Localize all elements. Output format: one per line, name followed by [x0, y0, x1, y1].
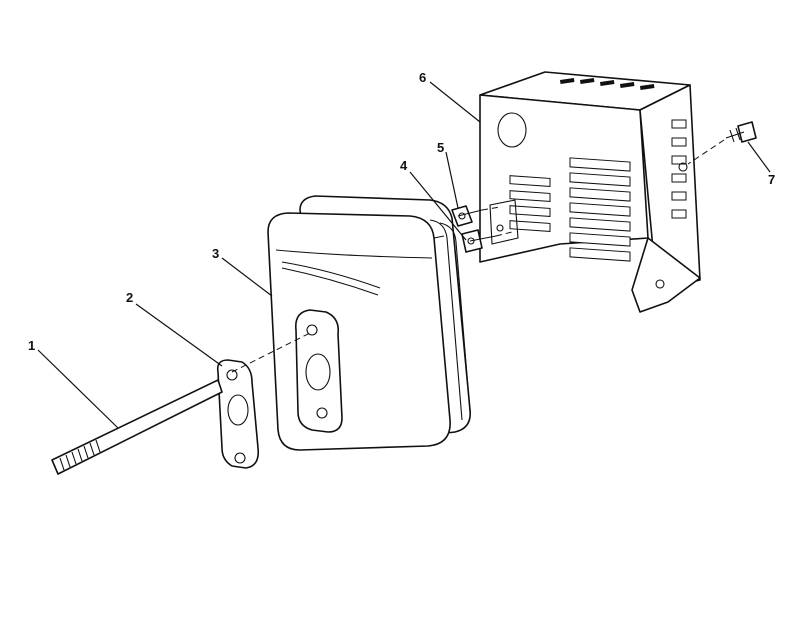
callout-4: 4 — [400, 158, 408, 173]
bolt-part-7 — [725, 121, 757, 143]
gasket — [216, 359, 260, 469]
leader-lines — [37, 81, 771, 429]
stud — [51, 379, 223, 475]
callout-1: 1 — [28, 338, 35, 353]
callout-6: 6 — [419, 70, 426, 85]
muffler-shield — [479, 71, 701, 313]
muffler-body — [267, 195, 472, 451]
screw-part-5 — [451, 205, 483, 227]
callout-2: 2 — [126, 290, 133, 305]
screw-part-4 — [461, 229, 497, 253]
callout-5: 5 — [437, 140, 444, 155]
callout-3: 3 — [212, 246, 219, 261]
assembly-lines — [231, 139, 725, 373]
callout-7: 7 — [768, 172, 775, 187]
